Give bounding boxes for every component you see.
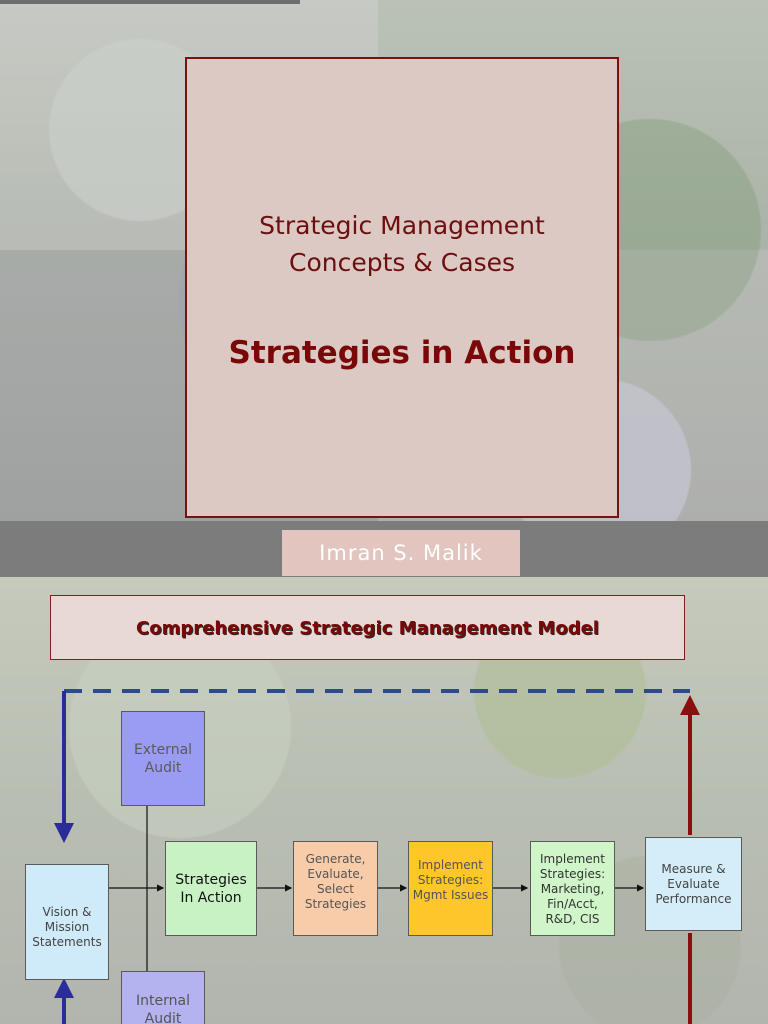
generate-evaluate-box: Generate, Evaluate, Select Strategies	[293, 841, 378, 936]
external-audit-label: External Audit	[133, 741, 193, 776]
measure-evaluate-box: Measure & Evaluate Performance	[645, 837, 742, 931]
diagram-connectors	[54, 689, 700, 1024]
title-slide: Strategic Management Concepts & Cases St…	[0, 0, 768, 521]
measure-evaluate-label: Measure & Evaluate Performance	[655, 861, 732, 906]
vision-mission-box: Vision & Mission Statements	[25, 864, 109, 980]
internal-audit-box: Internal Audit	[121, 971, 205, 1024]
top-divider	[0, 0, 300, 4]
external-audit-box: External Audit	[121, 711, 205, 806]
implement-functional-box: Implement Strategies: Marketing, Fin/Acc…	[530, 841, 615, 936]
model-slide: Comprehensive Strategic Management Model	[0, 577, 768, 1024]
strategies-in-action-box: Strategies In Action	[165, 841, 257, 936]
author-name: Imran S. Malik	[282, 530, 520, 576]
vision-mission-label: Vision & Mission Statements	[32, 904, 102, 949]
implement-mgmt-box: Implement Strategies: Mgmt Issues	[408, 841, 493, 936]
chapter-title: Strategies in Action	[228, 335, 576, 371]
model-heading-banner: Comprehensive Strategic Management Model	[50, 595, 685, 660]
internal-audit-label: Internal Audit	[136, 993, 190, 1024]
strategies-in-action-label: Strategies In Action	[175, 871, 247, 906]
title-card: Strategic Management Concepts & Cases St…	[185, 57, 619, 518]
book-title-line-2: Concepts & Cases	[288, 248, 515, 277]
book-title-line-1: Strategic Management	[259, 211, 545, 240]
model-heading: Comprehensive Strategic Management Model	[136, 618, 599, 639]
implement-mgmt-label: Implement Strategies: Mgmt Issues	[412, 858, 489, 902]
implement-functional-label: Implement Strategies: Marketing, Fin/Acc…	[539, 852, 606, 926]
book-title: Strategic Management Concepts & Cases	[187, 207, 617, 281]
generate-evaluate-label: Generate, Evaluate, Select Strategies	[304, 852, 367, 911]
